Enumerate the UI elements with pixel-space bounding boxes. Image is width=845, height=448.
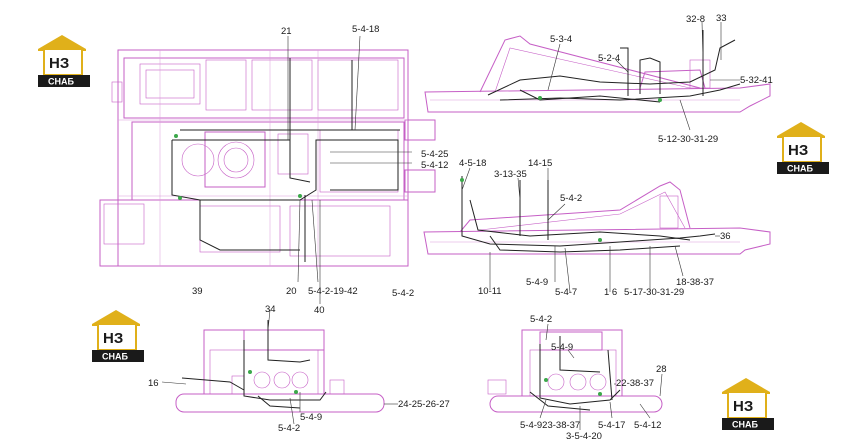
- logo-caption: СНАБ: [48, 77, 74, 87]
- side-view-upper: [424, 21, 771, 131]
- label-40: 40: [314, 305, 325, 316]
- label-5-4-2-19-42: 5-4-2-19-42: [308, 286, 358, 297]
- logo-top-left: НЗ СНАБ: [38, 35, 90, 87]
- logo-caption: СНАБ: [732, 420, 758, 430]
- logo-mark: НЗ: [788, 142, 808, 159]
- label-39: 39: [192, 286, 203, 297]
- label-1-6: 1 6: [604, 287, 617, 298]
- label-28: 28: [656, 364, 667, 375]
- label-5-4-2-mid: 5-4-2: [560, 193, 582, 204]
- label-5-4-9-mid: 5-4-9: [526, 277, 548, 288]
- logo-bottom-left: НЗ СНАБ: [92, 310, 144, 362]
- label-33: 33: [716, 13, 727, 24]
- label-5-4-9-left: 5-4-9: [300, 412, 322, 423]
- label-5-4-12-bottom: 5-4-12: [634, 420, 661, 431]
- label-3-13-35: 3-13-35: [494, 169, 527, 180]
- label-5-12-30-31-29: 5-12-30-31-29: [658, 134, 718, 145]
- label-5-4-9-23-38-37: 5-4-923-38-37: [520, 420, 580, 431]
- logo-mark: НЗ: [103, 330, 123, 347]
- logo-bottom-right: НЗ СНАБ: [722, 378, 774, 430]
- label-22-38-37: 22-38-37: [616, 378, 654, 389]
- label-14-15: 14-15: [528, 158, 552, 169]
- label-5-4-2-left: 5-4-2: [278, 423, 300, 434]
- label-16: 16: [148, 378, 159, 389]
- label-20: 20: [286, 286, 297, 297]
- label-5-4-12-top: 5-4-12: [421, 160, 448, 171]
- label-5-4-17: 5-4-17: [598, 420, 625, 431]
- label-36: 36: [720, 231, 731, 242]
- side-view-lower: [423, 167, 771, 293]
- top-view-chassis: [99, 35, 436, 304]
- logo-caption: СНАБ: [102, 352, 128, 362]
- label-5-32-41: 5-32-41: [740, 75, 773, 86]
- label-5-4-25: 5-4-25: [421, 149, 448, 160]
- front-view-left: [161, 309, 398, 425]
- label-18-38-37: 18-38-37: [676, 277, 714, 288]
- label-5-4-7: 5-4-7: [555, 287, 577, 298]
- label-5-4-2-right: 5-4-2: [530, 314, 552, 325]
- logo-right: НЗ СНАБ: [777, 122, 829, 174]
- label-5-4-9-right: 5-4-9: [551, 342, 573, 353]
- label-5-17-30-31-29: 5-17-30-31-29: [624, 287, 684, 298]
- label-5-4-18: 5-4-18: [352, 24, 379, 35]
- label-10-11: 10-11: [478, 286, 502, 297]
- label-4-5-18: 4-5-18: [459, 158, 486, 169]
- front-view-right: [487, 323, 663, 430]
- logo-mark: НЗ: [49, 55, 69, 72]
- logo-caption: СНАБ: [787, 164, 813, 174]
- label-5-2-4: 5-2-4: [598, 53, 620, 64]
- label-32-8: 32-8: [686, 14, 705, 25]
- callout-labels: 21 5-4-18 5-4-25 5-4-12 39 20 5-4-2-19-4…: [148, 13, 773, 442]
- label-5-4-2-top: 5-4-2: [392, 288, 414, 299]
- label-24-25-26-27: 24-25-26-27: [398, 399, 450, 410]
- logo-mark: НЗ: [733, 398, 753, 415]
- label-21: 21: [281, 26, 292, 37]
- label-5-3-4: 5-3-4: [550, 34, 572, 45]
- label-3-5-4-20: 3-5-4-20: [566, 431, 602, 442]
- label-34: 34: [265, 304, 276, 315]
